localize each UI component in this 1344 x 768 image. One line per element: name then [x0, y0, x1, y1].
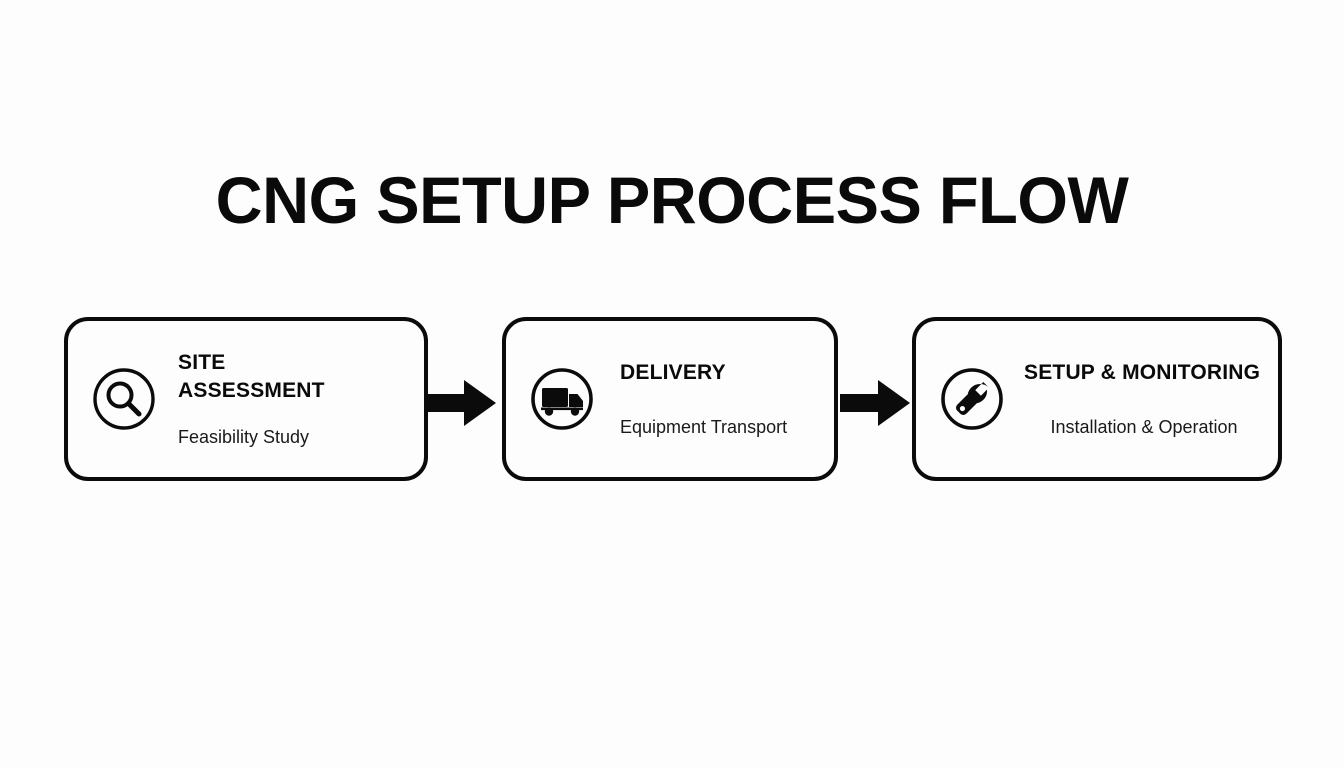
step-title: DELIVERY: [620, 361, 726, 384]
step-card-content: SETUP & MONITORING Installation & Operat…: [916, 359, 1278, 439]
process-step-setup-monitoring[interactable]: SETUP & MONITORING Installation & Operat…: [912, 317, 1282, 481]
process-flow-row: SITE ASSESSMENT Feasibility Study: [0, 317, 1344, 485]
step-card-content: DELIVERY Equipment Transport: [506, 359, 834, 439]
arrow-right-icon: [426, 377, 496, 429]
step-subtitle: Feasibility Study: [178, 427, 310, 447]
delivery-truck-icon: [530, 367, 594, 431]
step-text-block: SETUP & MONITORING Installation & Operat…: [1024, 359, 1264, 439]
step-card-content: SITE ASSESSMENT Feasibility Study: [68, 349, 424, 449]
step-text-block: DELIVERY Equipment Transport: [620, 359, 820, 439]
step-subtitle: Installation & Operation: [1050, 417, 1238, 437]
wrench-icon: [940, 367, 1004, 431]
step-title: SETUP & MONITORING: [1024, 361, 1261, 384]
step-text-block: SITE ASSESSMENT Feasibility Study: [178, 349, 410, 449]
magnifying-glass-icon: [92, 367, 156, 431]
page-title: CNG SETUP PROCESS FLOW: [215, 163, 1129, 237]
step-title: SITE ASSESSMENT: [178, 351, 325, 402]
arrow-right-icon: [840, 377, 910, 429]
process-step-delivery[interactable]: DELIVERY Equipment Transport: [502, 317, 838, 481]
process-step-site-assessment[interactable]: SITE ASSESSMENT Feasibility Study: [64, 317, 428, 481]
step-subtitle: Equipment Transport: [620, 417, 788, 437]
